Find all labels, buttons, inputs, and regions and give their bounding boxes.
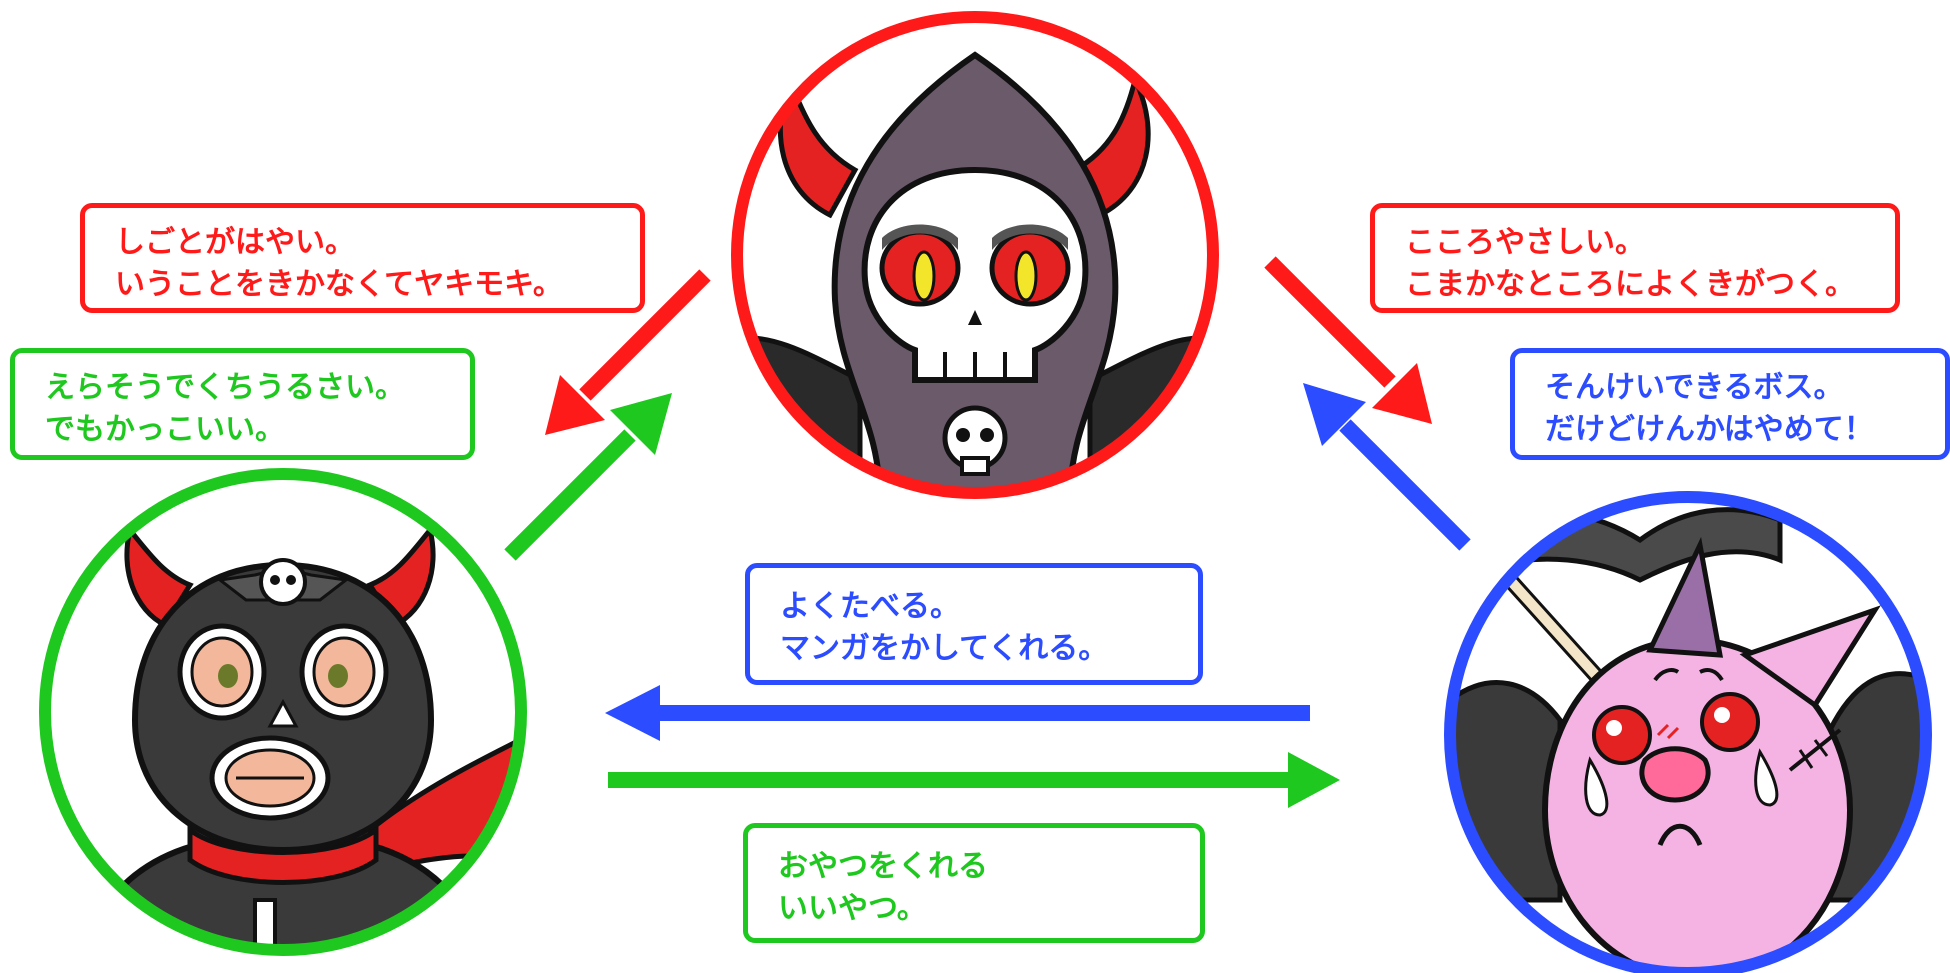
label-line: いうことをきかなくてヤキモキ。 [115, 267, 563, 302]
label-line: こまかなところによくきがつく。 [1405, 267, 1855, 302]
label-line: しごとがはやい。 [115, 225, 355, 260]
label-line: おやつをくれる [778, 849, 988, 884]
label-line: だけどけんかはやめて！ [1545, 412, 1874, 447]
label-line: こころやさしい。 [1405, 225, 1645, 260]
label-line: えらそうでくちうるさい。 [45, 370, 405, 405]
label-line: でもかっこいい。 [45, 412, 285, 447]
arrow-right-to-left [605, 685, 1310, 741]
label-left-to-top: えらそうでくちうるさい。 でもかっこいい。 [10, 348, 475, 460]
label-right-to-top: そんけいできるボス。 だけどけんかはやめて！ [1510, 348, 1950, 460]
label-top-to-left: しごとがはやい。 いうことをきかなくてヤキモキ。 [80, 203, 645, 313]
arrow-left-to-right [608, 752, 1340, 808]
label-left-to-right: おやつをくれる いいやつ。 [743, 823, 1205, 943]
skull-reaper-character-icon [731, 11, 1219, 499]
arrow-right-to-top [1303, 383, 1471, 551]
arrow-top-to-left [545, 269, 711, 435]
arrow-top-to-right [1264, 256, 1432, 424]
arrow-left-to-top [504, 393, 672, 561]
label-line: よくたべる。 [780, 589, 960, 624]
label-line: マンガをかしてくれる。 [780, 631, 1109, 666]
masked-wrestler-character-icon [39, 468, 527, 956]
crying-pink-creature-character-icon [1444, 491, 1932, 973]
label-top-to-right: こころやさしい。 こまかなところによくきがつく。 [1370, 203, 1900, 313]
label-line: いいやつ。 [778, 891, 927, 926]
label-line: そんけいできるボス。 [1545, 370, 1844, 405]
label-right-to-left: よくたべる。 マンガをかしてくれる。 [745, 563, 1203, 685]
